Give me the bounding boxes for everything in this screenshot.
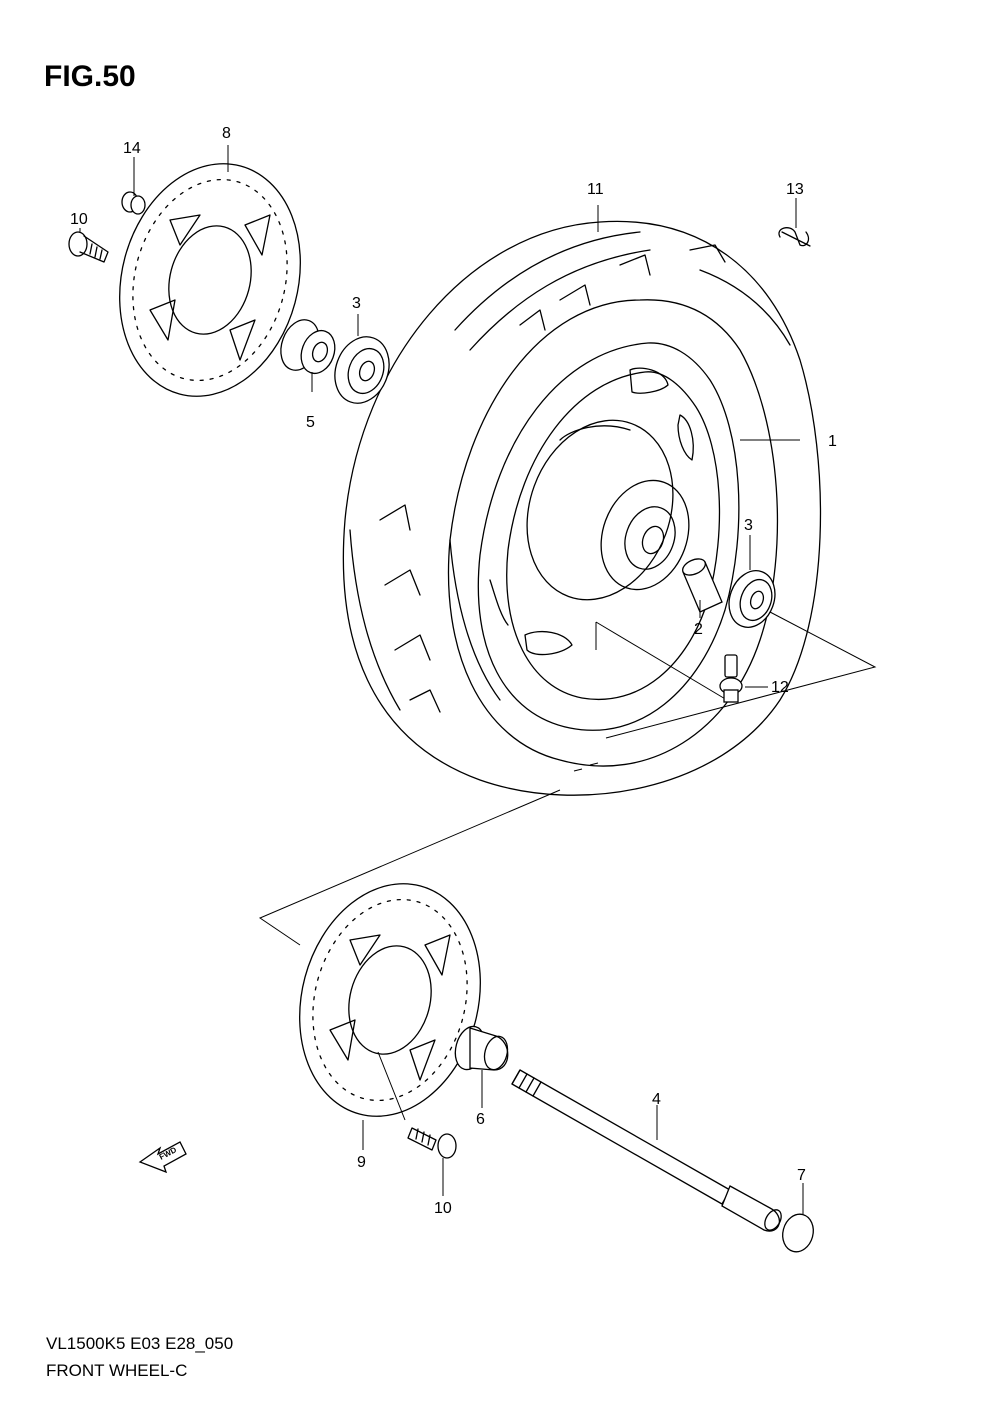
rim-inner (506, 371, 721, 700)
clip-13 (778, 227, 811, 247)
brake-disc-upper (119, 163, 301, 397)
nut-14 (121, 191, 146, 215)
callout-13: 13 (786, 181, 804, 198)
spacer (682, 558, 723, 613)
figure-title: FIG.50 (44, 60, 136, 93)
callout-3: 3 (352, 295, 361, 312)
rim-cutout (629, 367, 669, 394)
axle-cap (782, 1213, 814, 1253)
tire-inner-edge (447, 299, 779, 767)
front-axle (511, 1069, 782, 1232)
tire-tread (449, 539, 501, 701)
spoke-edge (559, 425, 631, 441)
tire-tread (699, 269, 791, 346)
tire-tread (349, 529, 401, 711)
callout-7: 7 (797, 1167, 806, 1184)
disc-bolt-lower (407, 1127, 457, 1159)
callout-12: 12 (771, 679, 789, 696)
collar-5 (280, 319, 336, 375)
callout-9: 9 (357, 1154, 366, 1171)
tire-tread (379, 504, 441, 713)
callout-14: 14 (123, 140, 141, 157)
rim-cutout (677, 414, 694, 461)
wheel-hub (526, 419, 674, 601)
hub-flange (600, 479, 690, 591)
fwd-arrow-icon: FWD (138, 1141, 187, 1174)
tire-valve (719, 654, 743, 703)
disc-bolt-upper (68, 231, 109, 263)
callout-10: 10 (70, 211, 88, 228)
front-wheel-assembly (342, 220, 822, 796)
tire-tread (519, 244, 726, 331)
figure-name: FRONT WHEEL-C (46, 1361, 188, 1380)
callout-8: 8 (222, 125, 231, 142)
callout-6: 6 (476, 1111, 485, 1128)
callout-11: 11 (587, 181, 604, 198)
brake-disc-lower (299, 883, 481, 1121)
callout-5: 5 (306, 414, 315, 431)
callout-1: 1 (828, 433, 837, 450)
callouts: 1 2 3 3 4 5 6 7 8 9 10 10 11 12 13 14 (70, 125, 837, 1217)
callout-10: 10 (434, 1200, 452, 1217)
callout-4: 4 (652, 1091, 661, 1108)
tire-tread (469, 249, 651, 351)
hub-axle-hole (641, 525, 665, 555)
bearing-right (728, 570, 776, 628)
leader-lines (79, 145, 804, 1215)
spoke-edge (489, 579, 509, 626)
tire-tread (454, 231, 641, 331)
explosion-lines (258, 611, 877, 946)
collar-6 (454, 1025, 509, 1071)
callout-3: 3 (744, 517, 753, 534)
hub-center (624, 506, 676, 570)
callout-2: 2 (694, 621, 703, 638)
bearing-left (334, 336, 390, 404)
rim-cutout (524, 631, 573, 656)
figure-code: VL1500K5 E03 E28_050 (46, 1334, 234, 1353)
tire-outer-outline (342, 220, 822, 796)
rim-outer (477, 342, 740, 731)
